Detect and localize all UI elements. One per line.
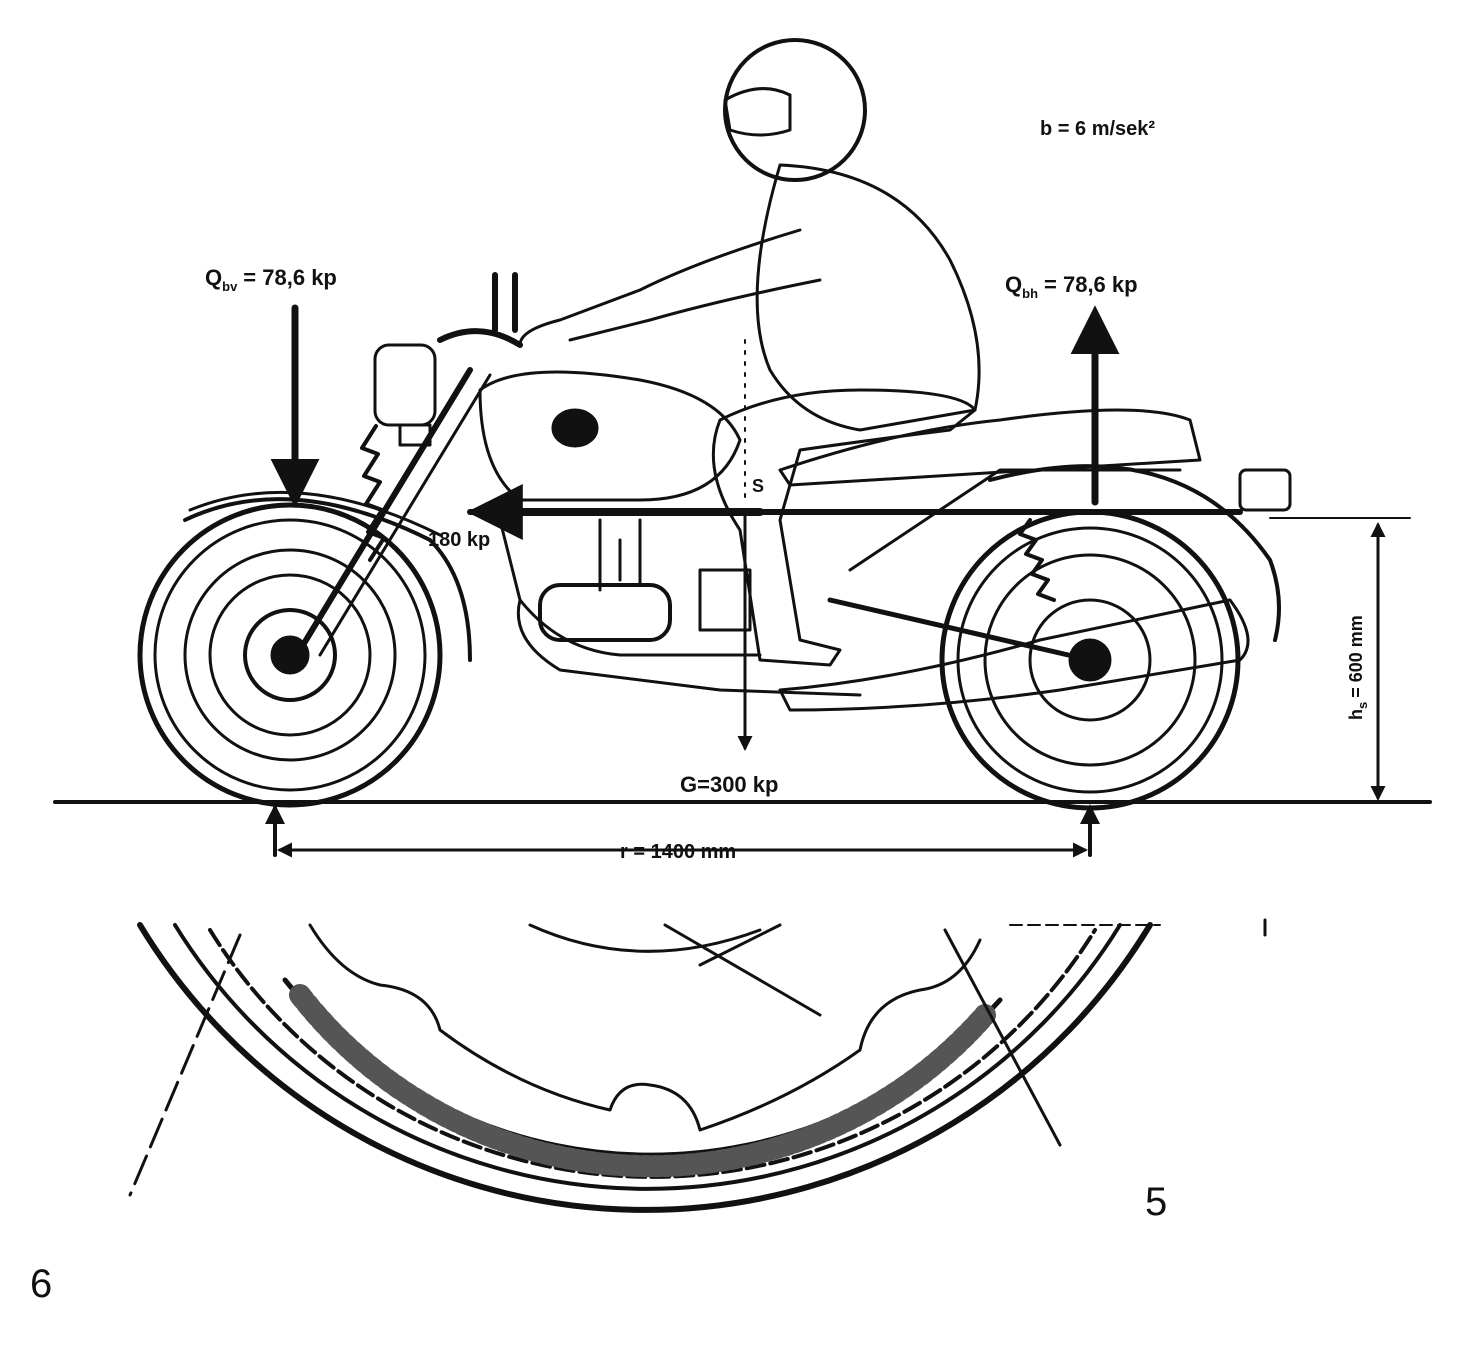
rear-load-q: Q bbox=[1005, 272, 1022, 297]
brake-force-label: 180 kp bbox=[428, 529, 490, 551]
front-load-value: = 78,6 kp bbox=[243, 265, 337, 290]
labels: b = 6 m/sek² Qbv = 78,6 kp Qbh = 78,6 kp 1… bbox=[205, 118, 1370, 863]
fuel-tank bbox=[478, 370, 742, 502]
center-of-gravity-label: S bbox=[752, 476, 764, 496]
front-load-sub: bv bbox=[222, 279, 238, 294]
svg-text:Qbh= 78,6 kp: Qbh = 78,6 kp bbox=[1005, 272, 1138, 301]
weight-label: G=300 kp bbox=[680, 772, 778, 797]
front-wheel bbox=[137, 490, 472, 808]
rear-load-sub: bh bbox=[1022, 286, 1038, 301]
figure-number-right: 5 bbox=[1145, 1180, 1168, 1224]
brake-detail-drawing bbox=[128, 918, 1267, 1213]
frame-engine bbox=[467, 408, 1292, 712]
motorcycle-illustration bbox=[53, 38, 1432, 811]
force-annotations bbox=[265, 304, 1431, 858]
wheelbase-label: r = 1400 mm bbox=[620, 841, 736, 863]
cg-height-h: h bbox=[1346, 709, 1366, 720]
cg-height-value: = 600 mm bbox=[1346, 615, 1366, 698]
figure-number-left: 6 bbox=[30, 1262, 53, 1306]
front-load-q: Q bbox=[205, 265, 222, 290]
svg-text:hs= 600 mm: hs = 600 mm bbox=[1346, 615, 1370, 720]
rear-load-value: = 78,6 kp bbox=[1044, 272, 1138, 297]
svg-text:Qbv= 78,6 kp: Qbv = 78,6 kp bbox=[205, 265, 337, 294]
cg-height-sub: s bbox=[1355, 702, 1370, 709]
front-fork bbox=[297, 367, 492, 657]
deceleration-label: b = 6 m/sek² bbox=[1040, 118, 1155, 140]
headlight-handlebar bbox=[373, 272, 523, 447]
